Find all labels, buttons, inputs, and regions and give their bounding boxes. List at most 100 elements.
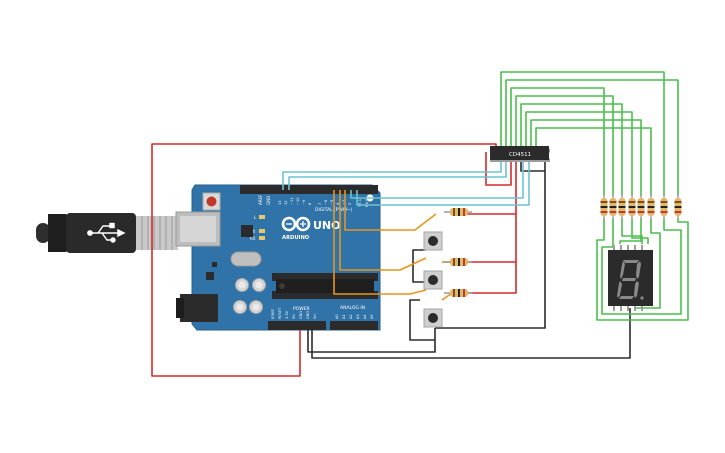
- wire-green[interactable]: [505, 79, 679, 196]
- resistor[interactable]: [444, 258, 472, 266]
- segment-g: [622, 278, 636, 281]
- pin-label: 7: [318, 203, 322, 205]
- push-button-1[interactable]: [423, 231, 443, 251]
- arduino-uno-board[interactable]: AREF GND DIGITAL (PWM~) 13 12 ~11 ~10 ~9…: [175, 184, 381, 331]
- pin-label: ~10: [296, 197, 300, 205]
- power-jack: [180, 294, 218, 322]
- crystal: [230, 251, 262, 267]
- usb-cable: [36, 213, 178, 253]
- usb-controller-chip: [241, 225, 253, 237]
- resistor[interactable]: [600, 194, 608, 220]
- pin-label: A1: [342, 314, 346, 319]
- pin-label: GND: [299, 311, 303, 319]
- pin-label: 2: [348, 203, 352, 205]
- segment-b: [636, 261, 641, 279]
- usb-symbol-icon: [87, 222, 126, 243]
- segment-a: [623, 260, 639, 263]
- pin-label: TX 1: [358, 199, 362, 208]
- wire-green[interactable]: [596, 218, 689, 321]
- pin-label: 4: [336, 202, 340, 205]
- push-button-3[interactable]: [423, 308, 443, 328]
- wire-cyan[interactable]: [288, 162, 507, 190]
- wire-black[interactable]: [409, 299, 435, 341]
- wire-green[interactable]: [636, 218, 661, 309]
- wire-green[interactable]: [535, 127, 652, 196]
- wire-red[interactable]: [466, 162, 517, 215]
- resistor[interactable]: [609, 194, 617, 220]
- pin-label: 5V: [292, 314, 296, 319]
- resistor[interactable]: [647, 194, 655, 220]
- wires: [151, 71, 689, 377]
- regulator: [206, 272, 214, 280]
- pin-label: ~3: [342, 200, 346, 205]
- cd4511-decoder-ic[interactable]: CD4511: [490, 146, 550, 162]
- uno-logo-text: UNO: [313, 219, 341, 232]
- pin-label: 13: [278, 200, 282, 205]
- resistor[interactable]: [444, 289, 472, 297]
- resistor[interactable]: [637, 194, 645, 220]
- resistor[interactable]: [660, 194, 668, 220]
- capacitors: [233, 278, 266, 314]
- analog-in-label: ANALOG IN: [340, 305, 365, 311]
- wire-cyan[interactable]: [350, 162, 524, 199]
- wire-green[interactable]: [601, 218, 682, 315]
- pin-label: A2: [349, 314, 353, 319]
- led-rx: [259, 236, 265, 240]
- wire-black[interactable]: [435, 162, 546, 329]
- arduino-infinity-logo: [281, 216, 311, 232]
- wire-black[interactable]: [311, 308, 631, 359]
- resistor[interactable]: [628, 194, 636, 220]
- push-button-2[interactable]: [423, 270, 443, 290]
- wire-orange[interactable]: [344, 190, 437, 231]
- wire-green[interactable]: [520, 103, 623, 196]
- wire-orange[interactable]: [333, 190, 427, 295]
- wire-green[interactable]: [510, 87, 605, 196]
- pin-label: Vin: [313, 313, 317, 319]
- digital-pin-labels: 13 12 ~11 ~10 ~9 8 7 ~6 ~5 4 ~3 2 TX 1 R…: [278, 197, 369, 208]
- resistor[interactable]: [674, 194, 682, 220]
- pin-label: 12: [284, 200, 288, 205]
- pin-label: A5: [370, 314, 374, 319]
- wire-green[interactable]: [515, 95, 614, 196]
- wire-red[interactable]: [151, 143, 497, 377]
- pin-label: IOREF: [271, 309, 275, 319]
- pin-label: A3: [356, 314, 360, 319]
- wire-green[interactable]: [530, 119, 642, 196]
- wire-green[interactable]: [500, 71, 665, 196]
- pin-label: 8: [308, 202, 312, 205]
- led-l: [259, 215, 265, 219]
- wire-orange[interactable]: [339, 190, 427, 271]
- wire-black[interactable]: [520, 162, 545, 172]
- wire-red[interactable]: [466, 214, 517, 263]
- pin-label: GND: [306, 311, 310, 319]
- arduino-brand-text: ARDUINO: [282, 235, 310, 241]
- segment-c: [634, 281, 639, 298]
- pin-label: ~6: [324, 199, 328, 205]
- led-l-label: L: [254, 215, 257, 220]
- resistor[interactable]: [618, 194, 626, 220]
- wire-green[interactable]: [619, 218, 642, 244]
- analog-pin-labels: A0 A1 A2 A3 A4 A5: [335, 314, 374, 319]
- digital-header: [240, 185, 378, 194]
- segment-d: [619, 296, 634, 299]
- resistor[interactable]: [444, 208, 472, 216]
- wire-black[interactable]: [412, 249, 426, 283]
- atmega-chip: [272, 273, 378, 299]
- decoder-label: CD4511: [509, 152, 531, 158]
- reset-button-cap[interactable]: [206, 196, 217, 207]
- wire-red[interactable]: [466, 262, 517, 294]
- wire-green[interactable]: [525, 111, 633, 196]
- wire-green[interactable]: [631, 218, 649, 244]
- led-tx: [259, 229, 265, 233]
- wire-red[interactable]: [485, 152, 512, 186]
- wire-cyan[interactable]: [282, 162, 502, 190]
- pin-label: RESET: [278, 307, 282, 319]
- pin-label: A4: [363, 314, 367, 319]
- seven-segment-display[interactable]: [608, 245, 653, 311]
- gnd-label: GND: [266, 196, 271, 205]
- pin-label: RX 0: [365, 198, 369, 207]
- segment-f: [620, 261, 625, 279]
- pin-label: 3.3V: [285, 310, 289, 319]
- wire-cyan[interactable]: [356, 162, 530, 206]
